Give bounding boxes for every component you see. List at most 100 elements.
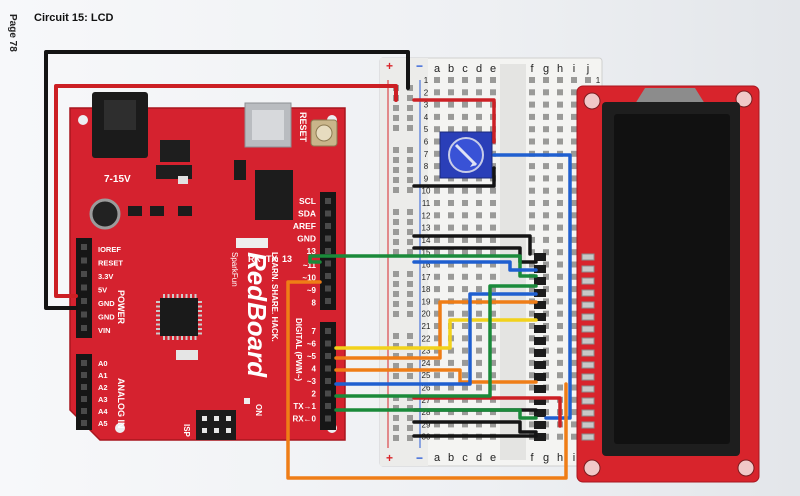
row-number-left: 10	[422, 187, 431, 196]
header-pin	[325, 298, 331, 304]
rail-hole	[407, 147, 413, 153]
row-number-left: 4	[424, 113, 429, 122]
rail-hole	[393, 373, 399, 379]
column-label: g	[543, 63, 549, 75]
lcd-pin	[581, 373, 595, 381]
rail-hole	[393, 281, 399, 287]
row-number-left: 20	[422, 310, 431, 319]
breadboard-hole	[557, 126, 563, 133]
breadboard-hole	[462, 101, 468, 108]
column-label: d	[476, 452, 482, 464]
breadboard-hole	[571, 236, 577, 243]
isp-pins	[202, 416, 231, 433]
header-pin	[325, 223, 331, 229]
rail-hole	[393, 363, 399, 369]
rail-hole	[407, 405, 413, 411]
breadboard-hole	[448, 261, 454, 268]
lcd-pin-socket	[534, 385, 546, 393]
rail-hole	[393, 157, 399, 163]
breadboard-hole	[434, 347, 440, 354]
lcd-mount-hole	[583, 92, 601, 110]
top-pin-label: 13	[307, 246, 317, 256]
breadboard-hole	[462, 372, 468, 379]
rail-hole	[407, 343, 413, 349]
row-number-left: 12	[422, 211, 431, 220]
rail-hole	[407, 333, 413, 339]
breadboard-hole	[434, 200, 440, 206]
breadboard-hole	[529, 187, 535, 194]
breadboard-hole	[557, 273, 563, 280]
rail-hole	[407, 363, 413, 369]
breadboard-hole	[490, 89, 496, 96]
microcontroller-chip	[160, 298, 198, 336]
breadboard-hole	[448, 113, 454, 120]
digital-pin-label: ~3	[307, 377, 317, 386]
capacitor	[89, 198, 121, 230]
breadboard-hole	[490, 421, 496, 428]
lcd-screen	[614, 114, 730, 444]
breadboard-hole	[462, 113, 468, 120]
breadboard-hole	[529, 359, 535, 366]
rail-hole	[407, 95, 413, 101]
column-label: a	[434, 63, 441, 75]
breadboard-hole	[529, 396, 535, 403]
breadboard-hole	[571, 187, 577, 194]
rail-hole	[407, 395, 413, 401]
breadboard-hole	[434, 409, 440, 416]
rail-hole	[393, 105, 399, 111]
mcu-pins	[156, 294, 202, 340]
breadboard-hole	[490, 347, 496, 354]
wire-green-a	[334, 284, 538, 398]
lcd-mount-hole	[737, 459, 755, 477]
column-label: c	[462, 63, 468, 75]
column-label: f	[530, 452, 534, 464]
header-pin	[81, 284, 87, 291]
breadboard-hole	[476, 372, 482, 379]
digital-pin-label: 7	[312, 327, 317, 336]
breadboard-hole	[448, 224, 454, 231]
lcd-pin-socket	[534, 421, 546, 429]
breadboard-hole	[448, 249, 454, 256]
breadboard-hole	[557, 323, 563, 329]
breadboard-hole	[571, 113, 577, 120]
header-pin	[81, 384, 87, 390]
smd-part	[150, 206, 164, 216]
breadboard-hole	[476, 359, 482, 366]
row-number-left: 22	[422, 334, 431, 343]
lcd-pin-socket	[534, 301, 546, 309]
mcu-pin	[167, 336, 170, 340]
breadboard-hole	[476, 249, 482, 256]
row-number-right: 1	[596, 76, 601, 85]
rail-hole	[393, 343, 399, 349]
logo-board: Board	[242, 302, 272, 378]
header-pin	[81, 325, 87, 331]
power-pin-label: GND	[98, 299, 115, 308]
breadboard-hole	[557, 310, 563, 317]
lcd-pin	[581, 265, 595, 273]
lcd-mount-hole	[735, 90, 753, 108]
breadboard-hole	[462, 200, 468, 206]
breadboard-hole	[571, 421, 577, 428]
logo-tagline: LEARN. SHARE. HACK.	[270, 252, 279, 342]
smd-part	[178, 176, 188, 184]
breadboard-hole	[557, 359, 563, 366]
row-number-left: 5	[424, 125, 429, 134]
breadboard-hole	[529, 236, 535, 243]
breadboard-hole	[557, 212, 563, 219]
lcd-pin-socket	[534, 289, 546, 297]
breadboard-hole	[434, 359, 440, 366]
digital-pin-label: 4	[312, 365, 317, 374]
rail-hole	[393, 435, 399, 441]
breadboard-hole	[448, 273, 454, 280]
breadboard-hole	[476, 335, 482, 342]
row-number-left: 9	[424, 174, 429, 183]
breadboard-hole	[571, 138, 577, 145]
breadboard-hole	[529, 113, 535, 120]
wire-yellow	[334, 318, 538, 350]
wire-red-26	[412, 396, 562, 428]
breadboard-hole	[557, 224, 563, 231]
column-label: e	[490, 63, 496, 75]
rail-hole	[393, 425, 399, 431]
digital-pin-label: ~5	[307, 352, 317, 361]
